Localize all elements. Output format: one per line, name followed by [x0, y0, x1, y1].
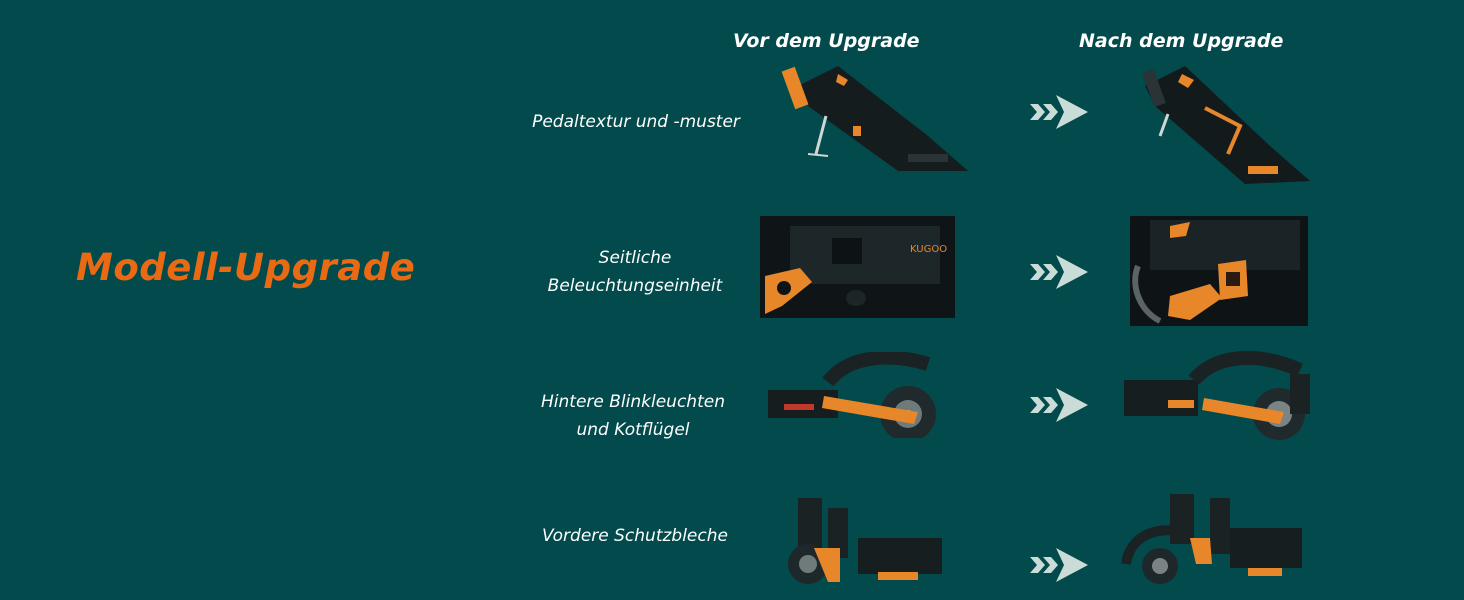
- page-title: Modell-Upgrade: [76, 246, 416, 289]
- row-label-rear-indicators: Hintere Blinkleuchten und Kotflügel: [541, 392, 725, 440]
- row-label-front-fenders: Vordere Schutzbleche: [542, 526, 728, 546]
- before-front-image: [788, 498, 942, 584]
- svg-text:KUGOO: KUGOO: [910, 244, 947, 255]
- row-label-side-light: Seitliche Beleuchtungseinheit: [547, 248, 723, 296]
- after-deck-image: [1142, 66, 1310, 184]
- before-rear-image: [768, 352, 936, 438]
- upgrade-arrow-icon: [1030, 548, 1088, 582]
- column-header-before: Vor dem Upgrade: [733, 30, 920, 52]
- before-side-light-image: KUGOO: [760, 216, 955, 318]
- upgrade-arrow-icon: [1030, 255, 1088, 289]
- column-header-after: Nach dem Upgrade: [1079, 30, 1284, 52]
- before-deck-image: [781, 66, 968, 171]
- upgrade-arrow-icon: [1030, 95, 1088, 129]
- after-side-light-image: [1130, 216, 1308, 326]
- after-front-image: [1121, 494, 1302, 584]
- upgrade-arrow-icon: [1030, 388, 1088, 422]
- row-label-pedal: Pedaltextur und -muster: [532, 112, 740, 132]
- after-rear-image: [1124, 350, 1310, 440]
